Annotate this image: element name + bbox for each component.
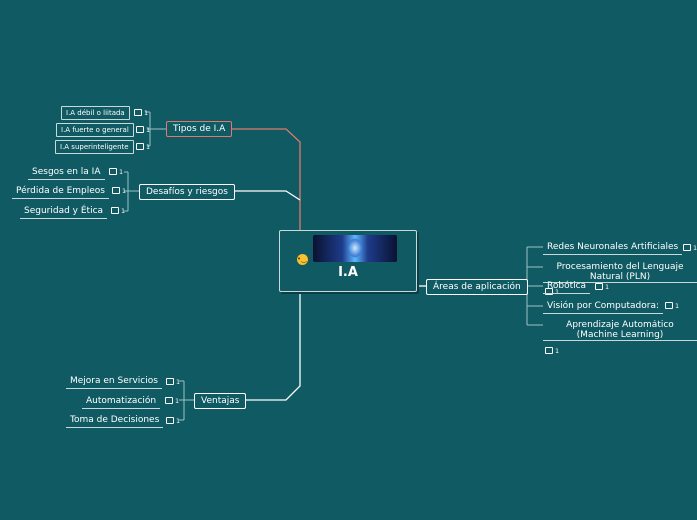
topic-toma-decisiones[interactable]: Toma de Decisiones	[66, 413, 164, 428]
branch-tipos[interactable]: Tipos de I.A	[166, 121, 233, 137]
topic-aprendizaje-automatico[interactable]: Aprendizaje Automático (Machine Learning…	[543, 320, 697, 341]
comment-icon	[111, 207, 119, 214]
comment-icon	[166, 417, 174, 424]
comment-count[interactable]: 1	[665, 302, 679, 310]
comment-count[interactable]: 1	[545, 347, 559, 355]
topic-redes-neuronales[interactable]: Redes Neuronales Artificiales	[543, 240, 683, 255]
comment-count[interactable]: 1	[165, 397, 179, 405]
topic-pln[interactable]: Procesamiento del Lenguaje Natural (PLN)	[543, 262, 697, 283]
comment-count[interactable]: 1	[136, 143, 150, 151]
comment-icon	[134, 109, 142, 116]
topic-robotica[interactable]: Robótica	[543, 279, 591, 294]
comment-count[interactable]: 1	[166, 417, 180, 425]
topic-vision-computadora[interactable]: Visión por Computadora:	[543, 299, 663, 314]
comment-icon	[109, 168, 117, 175]
topic-automatizacion[interactable]: Automatización	[82, 394, 161, 409]
central-node-title: I.A	[338, 265, 358, 280]
comment-count[interactable]: 1	[109, 168, 123, 176]
topic-sesgos[interactable]: Sesgos en la IA	[28, 165, 105, 180]
comment-count[interactable]: 1	[595, 283, 609, 291]
comment-icon	[683, 244, 691, 251]
branch-areas[interactable]: Áreas de aplicación	[426, 279, 528, 295]
comment-count[interactable]: 1	[545, 288, 559, 296]
topic-ia-superinteligente[interactable]: I.A superinteligente	[55, 140, 134, 154]
topic-ia-debil[interactable]: I.A débil o liitada	[61, 106, 130, 120]
comment-count[interactable]: 1	[166, 378, 180, 386]
comment-count[interactable]: 1	[136, 126, 150, 134]
comment-icon	[112, 187, 120, 194]
comment-icon	[165, 397, 173, 404]
topic-mejora-servicios[interactable]: Mejora en Servicios	[66, 374, 162, 389]
ai-brain-image	[313, 235, 397, 262]
central-node[interactable]: •‿• I.A	[279, 230, 417, 292]
comment-icon	[545, 347, 553, 354]
comment-icon	[136, 143, 144, 150]
comment-count[interactable]: 1	[134, 109, 148, 117]
comment-icon	[545, 288, 553, 295]
branch-ventajas[interactable]: Ventajas	[194, 393, 247, 409]
smiley-emoji-icon: •‿•	[297, 254, 311, 265]
topic-ia-fuerte[interactable]: I.A fuerte o general	[56, 123, 134, 137]
comment-count[interactable]: 1	[112, 187, 126, 195]
comment-count[interactable]: 1	[111, 207, 125, 215]
comment-icon	[665, 302, 673, 309]
comment-icon	[166, 378, 174, 385]
branch-desafios[interactable]: Desafíos y riesgos	[139, 184, 235, 200]
topic-perdida-empleos[interactable]: Pérdida de Empleos	[12, 184, 109, 199]
topic-seguridad-etica[interactable]: Seguridad y Ética	[20, 204, 108, 219]
comment-count[interactable]: 1	[683, 244, 697, 252]
comment-icon	[595, 283, 603, 290]
comment-icon	[136, 126, 144, 133]
